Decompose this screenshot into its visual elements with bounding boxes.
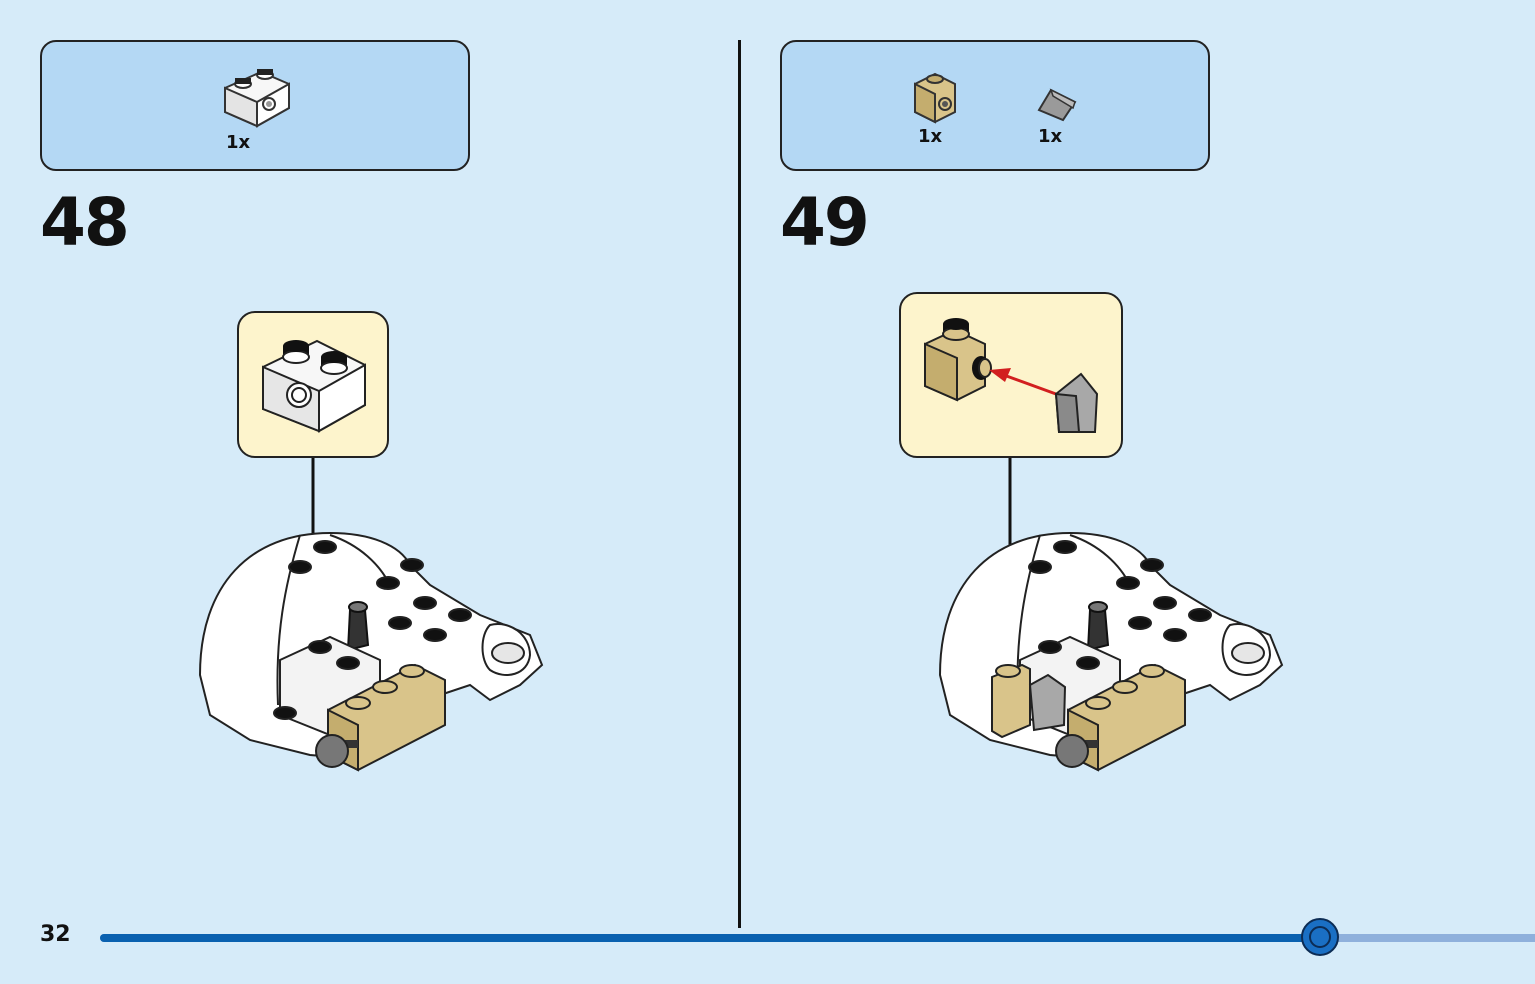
step-number-48: 48 — [40, 184, 130, 261]
parts-list-step-49: 1x 1x — [780, 40, 1210, 171]
step-divider — [738, 40, 741, 928]
gray-slope-icon — [1037, 88, 1077, 122]
progress-bar — [100, 918, 1535, 956]
page-number: 32 — [40, 922, 71, 947]
progress-fill — [100, 934, 1320, 942]
part-white-brick: 1x — [220, 64, 294, 154]
model-assembly-step-49 — [938, 531, 1284, 772]
part-gray-slope: 1x — [1032, 84, 1082, 154]
callout-step-48 — [237, 311, 389, 458]
step-number-49: 49 — [780, 184, 870, 261]
part-tan-brick: 1x — [910, 68, 960, 154]
progress-knob — [1301, 918, 1339, 956]
white-brick-closeup — [262, 339, 366, 433]
part-qty: 1x — [918, 126, 943, 147]
parts-list-step-48: 1x — [40, 40, 470, 171]
part-qty: 1x — [1038, 126, 1063, 147]
model-assembly-step-48 — [198, 531, 544, 772]
tan-brick-side-stud-icon — [914, 72, 956, 124]
insert-detail-closeup — [924, 318, 1099, 433]
white-brick-icon — [224, 69, 290, 128]
callout-step-49 — [899, 292, 1123, 458]
part-qty: 1x — [226, 132, 251, 153]
